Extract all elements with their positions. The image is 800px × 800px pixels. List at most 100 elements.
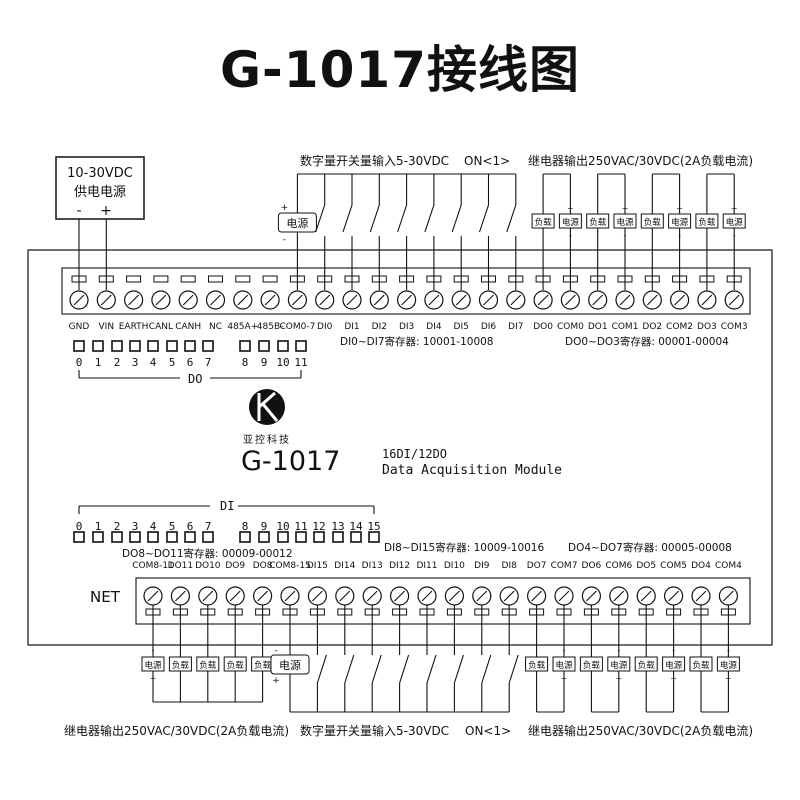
page-title: G-1017接线图 — [220, 41, 580, 99]
top-power-box-plus: + — [676, 204, 683, 213]
di-led-number: 14 — [349, 520, 363, 533]
bottom-relay-box-label: 负载 — [227, 660, 245, 671]
bottom-di-switch — [399, 654, 410, 684]
bottom-terminal-label: DI11 — [416, 561, 437, 571]
do-led — [147, 340, 159, 352]
bottom-terminal-label: COM4 — [715, 561, 742, 571]
do-led — [277, 340, 289, 352]
bottom-power-box-minus: - — [563, 646, 566, 655]
top-di-switch — [369, 204, 380, 233]
top-terminal-screw-slot — [455, 294, 467, 306]
top-power-box — [613, 213, 637, 229]
di-led — [202, 531, 214, 543]
di-led — [368, 531, 380, 543]
bottom-terminal-label: COM6 — [605, 561, 632, 571]
top-do-register: DO0~DO3寄存器: 00001-00004 — [565, 335, 729, 348]
top-power-box-label: 电源 — [616, 217, 634, 228]
bottom-terminal-screw-slot — [421, 590, 433, 602]
bottom-terminal-label: DO8 — [253, 561, 273, 571]
di-led-number: 12 — [312, 520, 325, 533]
bottom-terminal-screw-slot — [558, 590, 570, 602]
top-power-box — [722, 213, 746, 229]
bottom-terminal-screw-slot — [312, 590, 323, 602]
top-power-box — [668, 213, 692, 229]
top-terminal-screw-slot — [428, 294, 440, 306]
bottom-terminal-label: DI9 — [474, 561, 490, 571]
bottom-terminal-screw-slot — [613, 590, 625, 602]
bottom-terminal-screw-slot — [284, 590, 296, 602]
do-led — [239, 340, 251, 352]
bottom-di-switch — [508, 654, 519, 684]
bottom-relay-caption-right: 继电器输出250VAC/30VDC(2A负载电流) — [528, 723, 753, 738]
bottom-terminal-label: DI15 — [307, 561, 328, 571]
bottom-di-switch — [316, 654, 327, 684]
bottom-load-box — [634, 656, 658, 672]
top-terminal-label: DI4 — [426, 322, 442, 332]
top-terminal-screw-slot — [210, 294, 221, 306]
di-led — [239, 531, 251, 543]
top-terminal-label: GND — [69, 322, 90, 332]
top-terminal-screw-slot — [128, 294, 139, 306]
do-led-number: 4 — [150, 356, 157, 369]
do-led — [295, 340, 307, 352]
top-terminal-label: DO2 — [642, 322, 662, 332]
top-terminal-screw-slot — [646, 294, 658, 306]
do-led-number: 7 — [205, 356, 212, 369]
top-terminal-screw-slot — [401, 294, 412, 306]
top-terminal-label: DI7 — [508, 322, 523, 332]
bottom-do4-register: DO4~DO7寄存器: 00005-00008 — [568, 541, 732, 554]
top-terminal-screw-slot — [537, 294, 549, 306]
bottom-terminal-label: DO4 — [691, 561, 711, 571]
bottom-terminal-screw-slot — [257, 590, 268, 602]
top-terminal-label: DI1 — [344, 322, 359, 332]
bottom-power-box-plus: + — [725, 674, 732, 683]
top-terminal-label: DO1 — [588, 322, 608, 332]
top-di-switch — [342, 204, 353, 233]
top-di-caption: 数字量开关量输入5-30VDC — [300, 153, 449, 168]
bottom-relay-box-label: 负载 — [199, 660, 217, 671]
top-load-box — [586, 213, 610, 229]
bottom-terminal-label: DO6 — [582, 561, 602, 571]
bottom-terminal-label: DO10 — [195, 561, 221, 571]
top-terminal-screw-slot — [483, 294, 494, 306]
top-terminal-screw-slot — [292, 294, 303, 306]
top-terminal-label: DO3 — [697, 322, 717, 332]
bottom-relay-box — [223, 656, 247, 672]
bottom-terminal-screw-slot — [202, 590, 214, 602]
top-di-switch — [397, 204, 408, 233]
top-load-label: 负载 — [644, 217, 662, 228]
bottom-power-source-plus: + — [272, 676, 280, 686]
di-led-number: 13 — [331, 520, 344, 533]
bottom-power-minus: - — [152, 646, 155, 655]
top-power-box-label: 电源 — [562, 217, 580, 228]
top-terminal-label: COM2 — [666, 322, 693, 332]
do-led-number: 6 — [187, 356, 194, 369]
bottom-terminal-screw-slot — [503, 590, 515, 602]
top-di-switch — [451, 204, 462, 233]
top-terminal-slot — [126, 275, 142, 283]
bottom-load-label: 负载 — [583, 660, 601, 671]
top-terminal-label: DI3 — [399, 322, 414, 332]
bottom-di-switch — [371, 654, 382, 684]
bottom-relay-caption-left: 继电器输出250VAC/30VDC(2A负载电流) — [64, 723, 289, 738]
top-terminal-label: 485B- — [257, 322, 284, 332]
bottom-power-box-minus: - — [727, 646, 730, 655]
bottom-terminal-screw-slot — [229, 590, 241, 602]
di-led — [332, 531, 344, 543]
bottom-terminal-label: DO5 — [636, 561, 656, 571]
bottom-power-box — [552, 656, 576, 672]
bottom-power-source-minus: - — [274, 646, 277, 656]
bottom-do8-register: DO8~DO11寄存器: 00009-00012 — [122, 547, 293, 560]
bottom-load-box — [689, 656, 713, 672]
top-power-box-plus: + — [622, 204, 629, 213]
top-power-box-label: 电源 — [726, 217, 744, 228]
model-description: Data Acquisition Module — [382, 463, 562, 478]
top-di-register: DI0~DI7寄存器: 10001-10008 — [340, 335, 494, 348]
bottom-load-box — [579, 656, 603, 672]
di-led — [184, 531, 196, 543]
bottom-power-box-label: 电源 — [610, 660, 628, 671]
top-power-box — [558, 213, 582, 229]
do-led — [92, 340, 104, 352]
bottom-load-label: 负载 — [528, 660, 546, 671]
